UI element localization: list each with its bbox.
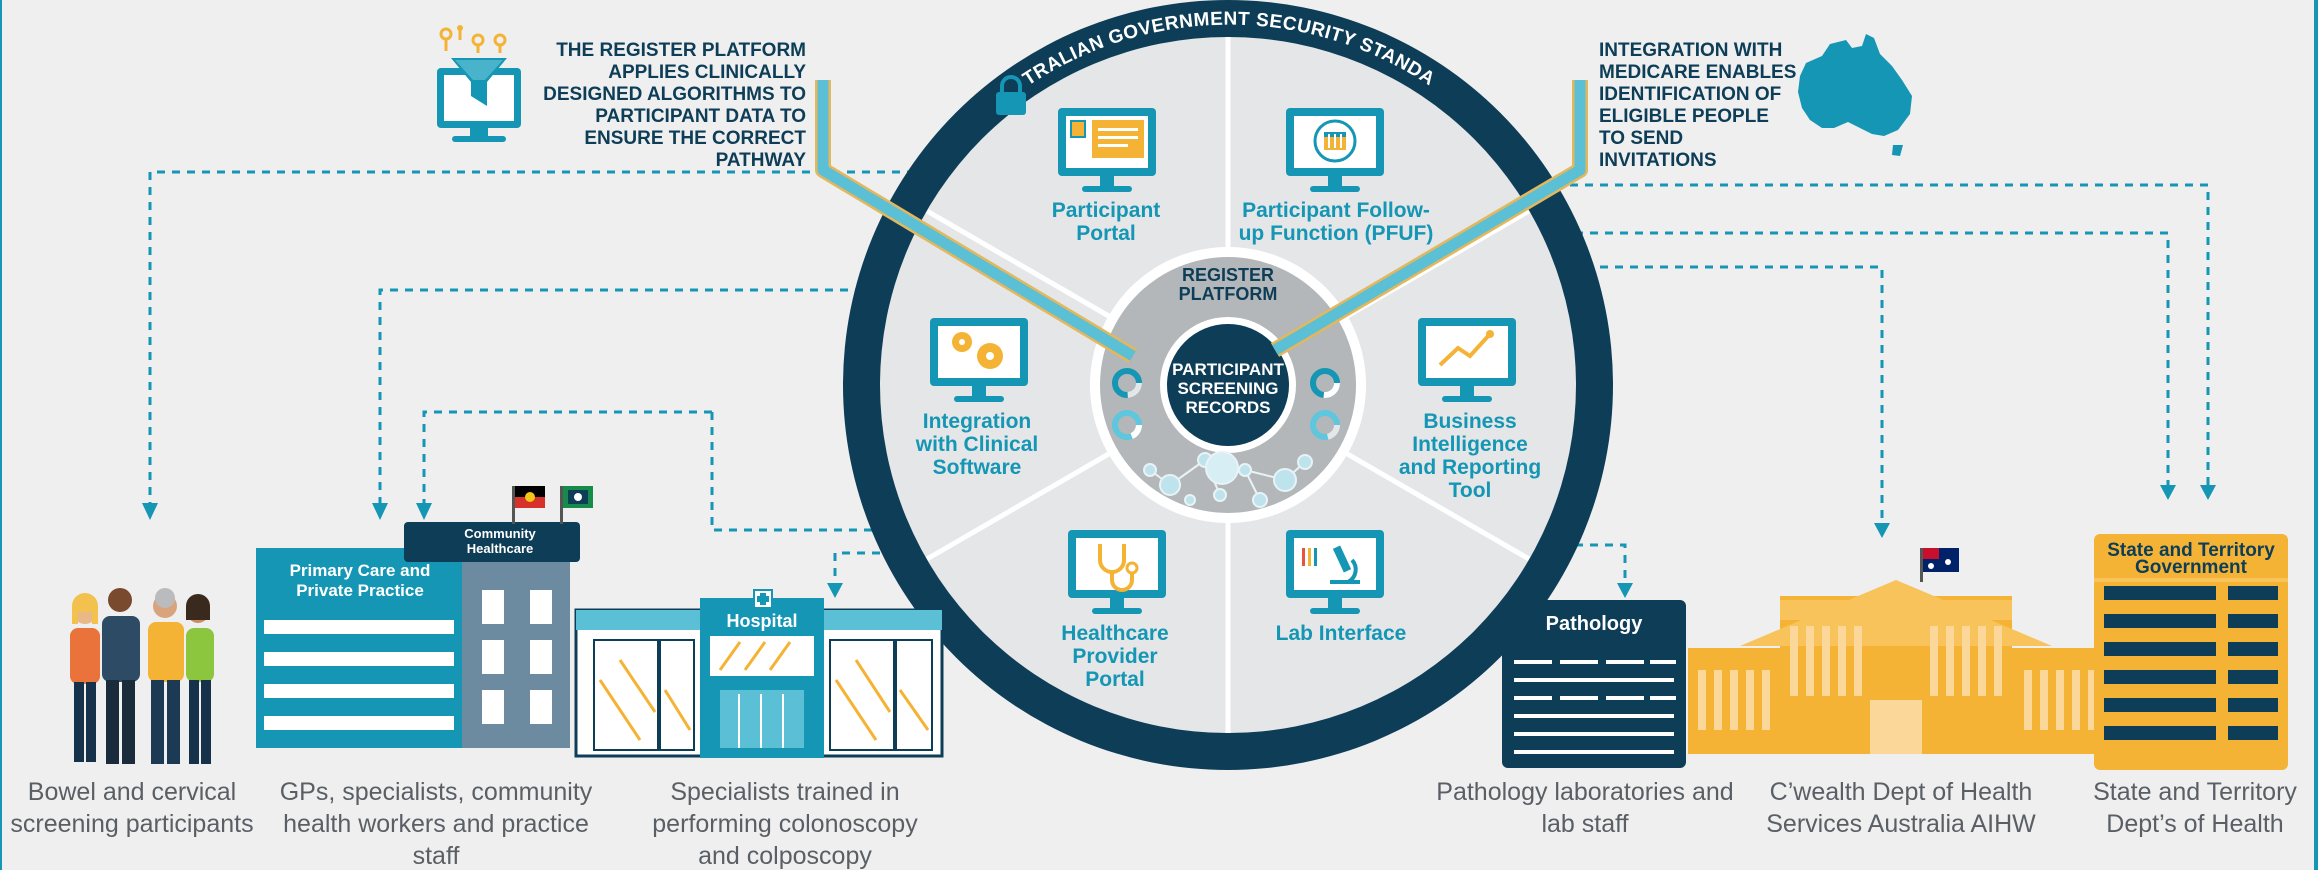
state-government-building [2094, 534, 2288, 770]
segment-business-intelligence: Business Intelligence and Reporting Tool [1398, 410, 1542, 502]
australia-map-icon [1798, 34, 1912, 156]
analytics-dials-icon [1112, 368, 1340, 440]
segment-integration: Integration with Clinical Software [915, 410, 1039, 479]
medicare-callout: INTEGRATION WITH MEDICARE ENABLES IDENTI… [1599, 40, 1797, 171]
primary-care-building [256, 548, 462, 748]
callout-leaders [815, 80, 1588, 363]
funnel-computer-icon [437, 25, 521, 142]
commonwealth-building [1688, 548, 2104, 754]
caption-state: State and Territory Dept’s of Health [2093, 778, 2297, 838]
caption-participants: Bowel and cervical screening participant… [10, 778, 254, 838]
data-network-graphic [1143, 451, 1313, 508]
community-healthcare-building [404, 486, 593, 748]
caption-gps: GPs, specialists, community health worke… [279, 778, 593, 870]
segment-participant-portal: Participant Portal [1051, 199, 1161, 245]
stethoscope-monitor-icon [1068, 530, 1166, 614]
participant-screening-records-label: PARTICIPANT SCREENING RECORDS [1172, 360, 1284, 417]
caption-pathology: Pathology laboratories and lab staff [1436, 778, 1734, 838]
portal-monitor-icon [1058, 108, 1156, 192]
security-ring [843, 0, 1613, 770]
participants-illustration [70, 588, 214, 764]
primary-care-label: Primary Care and Private Practice [289, 561, 431, 600]
hospital-building [574, 589, 944, 758]
caption-specialists: Specialists trained in performing colono… [652, 778, 918, 870]
hospital-label: Hospital [726, 611, 798, 631]
microscope-monitor-icon [1286, 530, 1384, 614]
chart-monitor-icon [1418, 318, 1516, 402]
segment-pfuf: Participant Follow-up Function (PFUF) [1238, 199, 1434, 245]
lock-icon [996, 75, 1026, 115]
gears-monitor-icon [930, 318, 1028, 402]
register-platform-label: REGISTER PLATFORM [1178, 265, 1278, 304]
pathology-label: Pathology [1545, 613, 1643, 635]
algorithms-callout: THE REGISTER PLATFORM APPLIES CLINICALLY… [543, 40, 806, 171]
state-government-label: State and Territory Government [2107, 540, 2275, 578]
segment-healthcare-provider-portal: Healthcare Provider Portal [1061, 622, 1169, 691]
calendar-monitor-icon [1286, 108, 1384, 192]
community-healthcare-label: Community Healthcare [464, 526, 536, 556]
segment-lab-interface: Lab Interface [1275, 622, 1407, 645]
pathology-building [1502, 600, 1686, 768]
caption-cwealth: C’wealth Dept of Health Services Austral… [1766, 778, 2036, 838]
